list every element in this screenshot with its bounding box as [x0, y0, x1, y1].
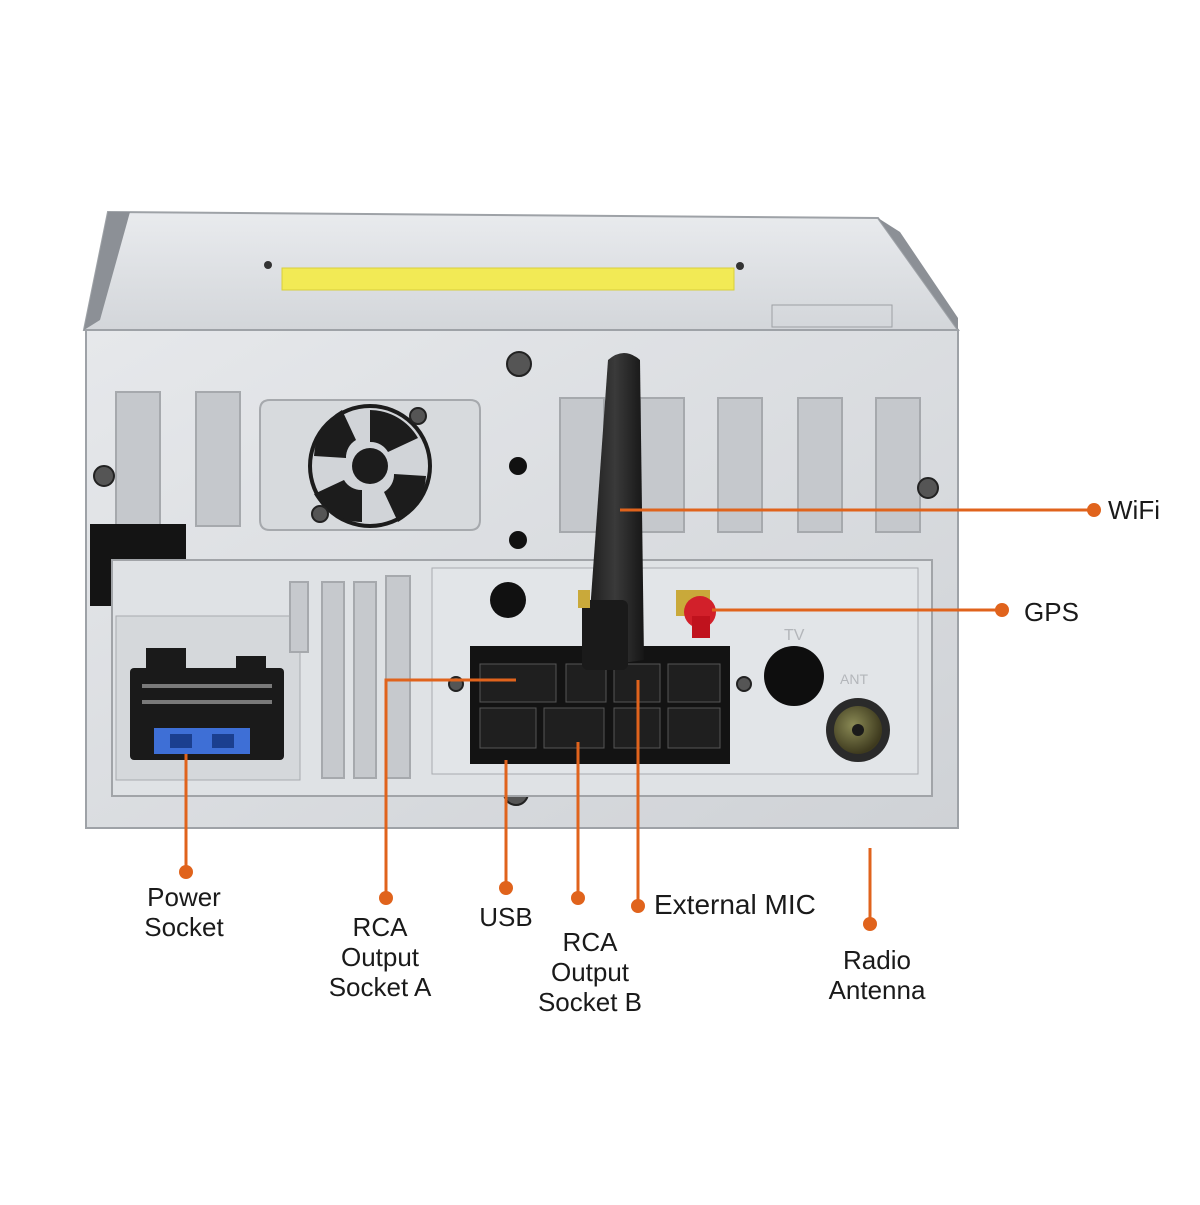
- label-power-socket-line2: Socket: [144, 912, 224, 942]
- leader-dots: [179, 503, 1101, 931]
- label-rca-a-line2: Output: [340, 942, 420, 972]
- power-socket-connector: [130, 648, 284, 760]
- label-radio-antenna: Radio Antenna: [812, 945, 942, 1005]
- label-rca-b-line1: RCA: [562, 927, 618, 957]
- label-external-mic: External MIC: [654, 889, 816, 920]
- fan-icon: [259, 399, 481, 531]
- label-usb: USB: [479, 902, 533, 932]
- label-gps: GPS: [1024, 597, 1079, 627]
- label-radio-antenna-line1: Radio: [843, 945, 911, 975]
- label-rca-b-line2: Output: [550, 957, 630, 987]
- fuse-icon: [154, 728, 250, 754]
- tv-mark: TV: [784, 627, 805, 644]
- label-rca-output-socket-a: RCA Output Socket A: [315, 912, 445, 1002]
- label-power-socket-line1: Power: [147, 882, 221, 912]
- tv-port: [764, 646, 824, 706]
- label-rca-output-socket-b: RCA Output Socket B: [525, 927, 655, 1017]
- ant-mark: ANT: [840, 671, 868, 687]
- label-radio-antenna-line2: Antenna: [828, 975, 926, 1005]
- gps-connector: [676, 590, 716, 638]
- radio-antenna-socket: [826, 698, 890, 762]
- warning-sticker: [281, 267, 735, 291]
- wifi-antenna: [578, 353, 644, 670]
- leader-lines: [184, 508, 1094, 922]
- label-wifi: WiFi: [1108, 495, 1160, 525]
- label-rca-a-line1: RCA: [352, 912, 408, 942]
- port-hole: [490, 582, 526, 618]
- chassis-top: [82, 210, 960, 331]
- label-rca-a-line3: Socket A: [328, 972, 432, 1002]
- label-rca-b-line3: Socket B: [537, 987, 643, 1017]
- label-power-socket: Power Socket: [124, 882, 244, 942]
